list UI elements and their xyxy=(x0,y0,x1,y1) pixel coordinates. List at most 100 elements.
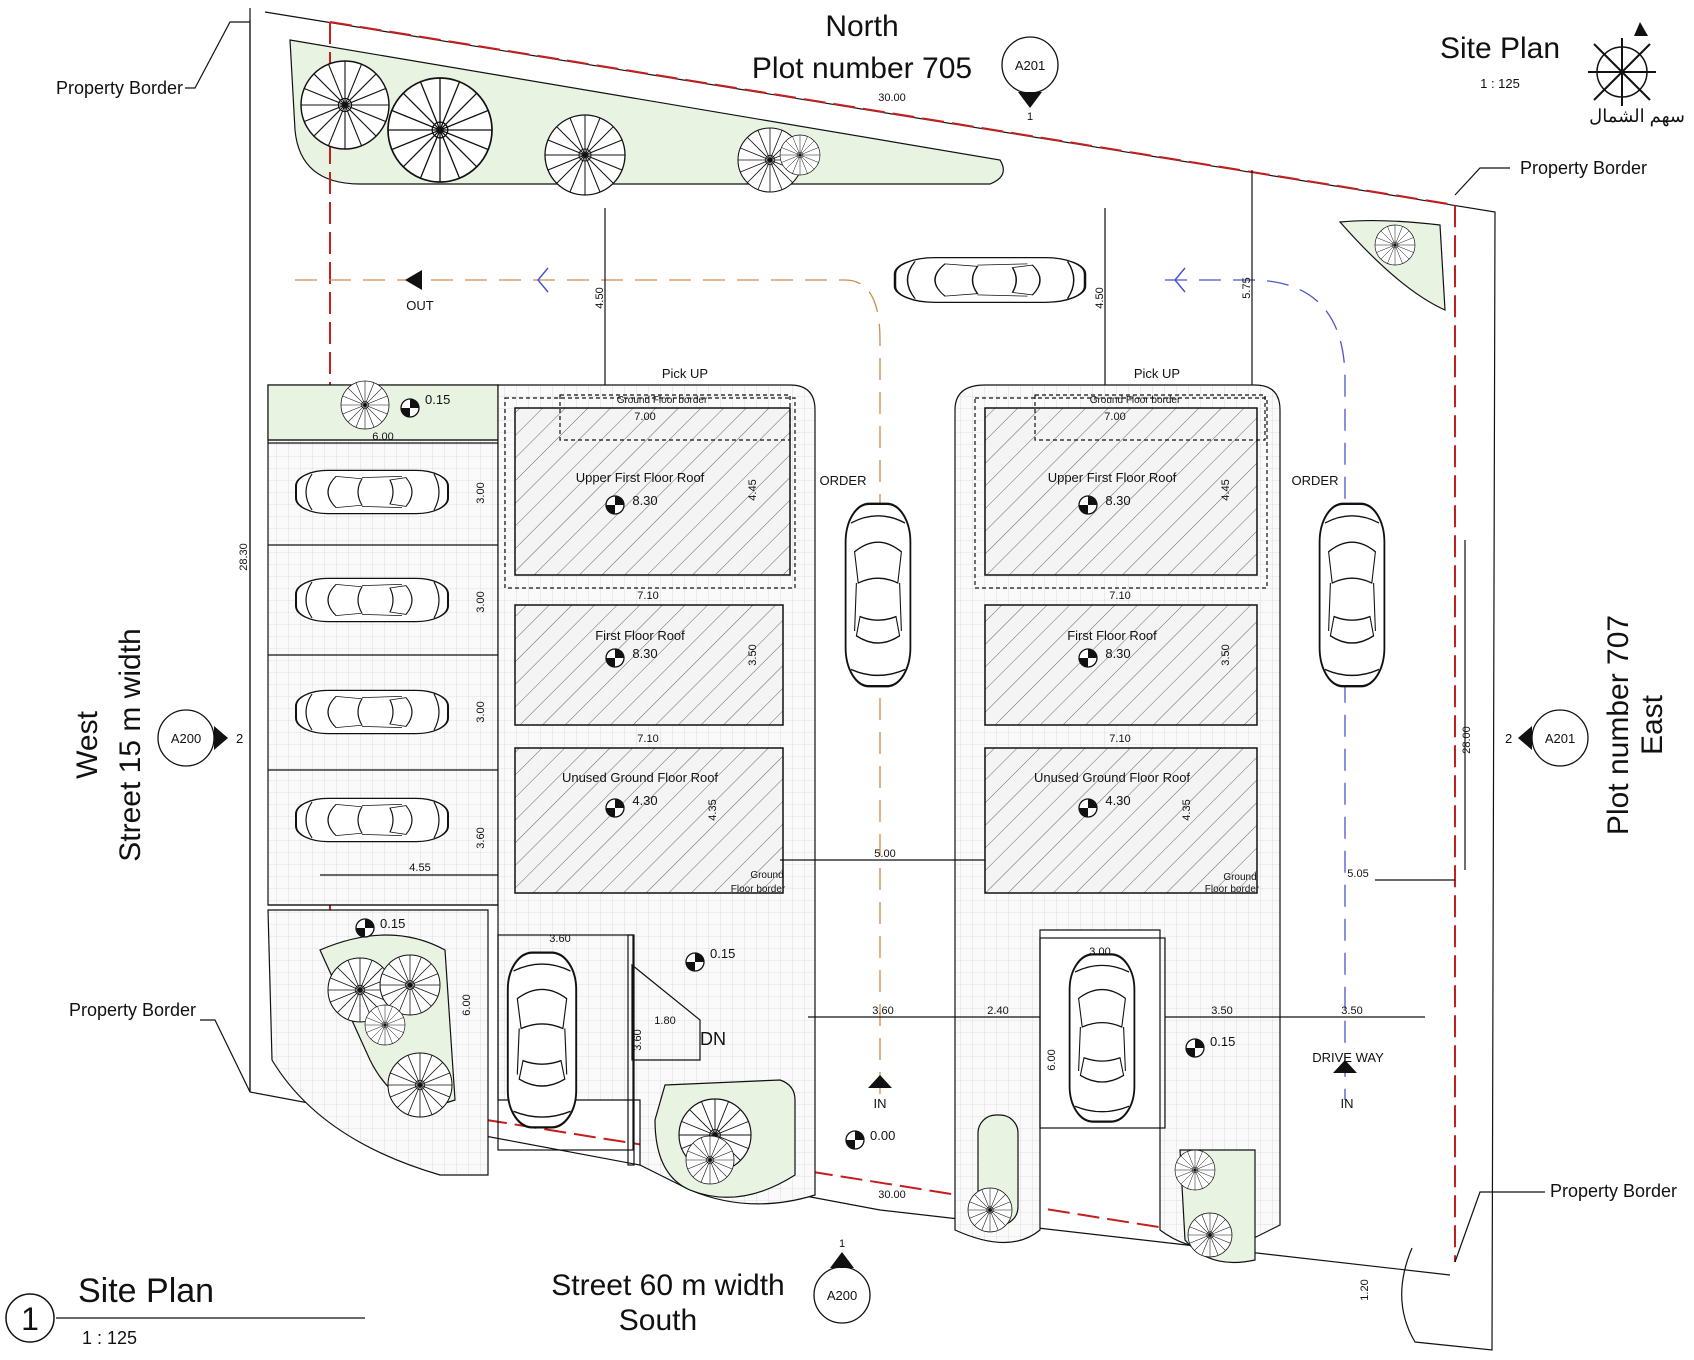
title-block-title: Site Plan xyxy=(78,1272,214,1310)
roof-2c-depth: 4.35 xyxy=(1181,799,1193,820)
dim-accessible: 4.55 xyxy=(409,862,430,874)
title-block-scale: 1 : 125 xyxy=(82,1328,137,1348)
section-marker-north-num: 1 xyxy=(1027,111,1033,123)
dim-gate-d: 3.50 xyxy=(1341,1005,1362,1017)
order-label-1: ORDER xyxy=(820,473,867,488)
roof-1a-name: Upper First Floor Roof xyxy=(576,470,705,485)
dim-gate-a: 3.60 xyxy=(872,1005,893,1017)
section-marker-west-num: 2 xyxy=(236,731,243,746)
roof-2b xyxy=(984,604,1258,726)
dim-lane-2: 4.50 xyxy=(1094,287,1106,308)
section-marker-north-sheet: A201 xyxy=(1015,58,1045,73)
dim-gate-b: 2.40 xyxy=(987,1005,1008,1017)
north-plot-label: Plot number 705 xyxy=(752,52,972,85)
roof-1a-level: 8.30 xyxy=(632,493,657,508)
ground-floor-border-4a: Ground xyxy=(1223,872,1256,883)
order-label-2: ORDER xyxy=(1292,473,1339,488)
title-block-number: 1 xyxy=(21,1301,39,1337)
dim-stair-w: 1.80 xyxy=(654,1015,675,1027)
roof-2a-level: 8.30 xyxy=(1105,493,1130,508)
pickup-label-1: Pick UP xyxy=(662,366,708,381)
section-marker-south: A200 1 xyxy=(813,1238,871,1324)
north-arrow-icon xyxy=(1588,22,1656,106)
west-street-label: Street 15 m width xyxy=(114,628,147,861)
dim-east-lane: 5.75 xyxy=(1241,277,1253,298)
dim-lane-1: 4.50 xyxy=(594,287,606,308)
dim-south-bay-a: 3.60 xyxy=(549,933,570,945)
south-label: South xyxy=(619,1304,697,1337)
red-border-sw xyxy=(329,22,1241,1241)
west-label: West xyxy=(71,710,104,778)
section-marker-west: A200 2 xyxy=(157,709,243,767)
roof-2a-depth: 4.45 xyxy=(1220,479,1232,500)
dim-east-gap: 5.05 xyxy=(1347,868,1368,880)
roof-1c-depth: 4.35 xyxy=(707,799,719,820)
level-015-d: 0.15 xyxy=(1210,1034,1235,1049)
dim-bay-depth-2: 6.00 xyxy=(1046,1049,1058,1070)
out-route xyxy=(295,279,881,1100)
ne-planter xyxy=(1338,219,1446,311)
section-marker-south-sheet: A200 xyxy=(827,1288,857,1303)
pickup-label-2: Pick UP xyxy=(1134,366,1180,381)
roof-2b-level: 8.30 xyxy=(1105,646,1130,661)
roof-2a-width: 7.00 xyxy=(1104,411,1125,423)
level-015-b: 0.15 xyxy=(380,916,405,931)
ground-floor-border-4b: Floor border xyxy=(1205,884,1260,895)
roof-1a-width: 7.00 xyxy=(634,411,655,423)
dim-between-buildings: 5.00 xyxy=(874,848,895,860)
ground-floor-border-3a: Ground xyxy=(750,870,783,881)
roof-1b-name: First Floor Roof xyxy=(595,628,685,643)
dim-gate-c: 3.50 xyxy=(1211,1005,1232,1017)
roof-1a xyxy=(514,407,791,576)
level-000: 0.00 xyxy=(870,1128,895,1143)
property-outline-east xyxy=(264,11,1496,1351)
dim-parking-width: 6.00 xyxy=(372,431,393,443)
roof-1c-level: 4.30 xyxy=(632,793,657,808)
roof-2b-width: 7.10 xyxy=(1109,590,1130,602)
dim-bay-depth-1: 6.00 xyxy=(461,994,473,1015)
in-label-2: IN xyxy=(1341,1096,1354,1111)
north-label: North xyxy=(825,10,898,43)
roof-1c xyxy=(514,747,784,894)
dim-bay-1: 3.00 xyxy=(475,482,487,503)
north-arrow-arabic-label: سهم الشمال xyxy=(1589,106,1685,127)
ground-floor-border-3b: Floor border xyxy=(731,884,786,895)
property-border-sw: Property Border xyxy=(69,1000,196,1020)
east-plot-label: Plot number 707 xyxy=(1602,615,1635,835)
roof-1c-name: Unused Ground Floor Roof xyxy=(562,770,718,785)
south-street-label: Street 60 m width xyxy=(551,1269,784,1302)
dim-south-bay-b: 3.00 xyxy=(1089,946,1110,958)
east-label: East xyxy=(1636,694,1669,755)
ground-floor-border-1: Ground Floor border xyxy=(617,395,708,406)
level-015-a: 0.15 xyxy=(425,392,450,407)
property-border-ne: Property Border xyxy=(1520,158,1647,178)
red-border-ne xyxy=(329,21,1456,1262)
section-marker-east: A201 2 xyxy=(1505,709,1589,767)
roof-2b-name: First Floor Roof xyxy=(1067,628,1157,643)
roof-1b-depth: 3.50 xyxy=(747,644,759,665)
property-border-se: Property Border xyxy=(1550,1181,1677,1201)
roof-2b-depth: 3.50 xyxy=(1220,644,1232,665)
dim-west-edge: 28.30 xyxy=(238,543,250,571)
property-border-nw: Property Border xyxy=(56,78,183,98)
title-block: 1 Site Plan 1 : 125 xyxy=(5,1272,365,1348)
section-marker-north: A201 1 xyxy=(1001,36,1059,123)
dim-east-edge: 28.00 xyxy=(1461,726,1473,754)
roof-1b-width: 7.10 xyxy=(637,590,658,602)
roof-2a-name: Upper First Floor Roof xyxy=(1048,470,1177,485)
dim-corner: 1.20 xyxy=(1359,1279,1371,1300)
roof-2c xyxy=(984,747,1258,894)
section-marker-south-num: 1 xyxy=(839,1238,845,1250)
roof-1b xyxy=(514,604,784,726)
section-marker-west-sheet: A200 xyxy=(171,731,201,746)
dim-last-bay: 3.60 xyxy=(475,827,487,848)
level-015-c: 0.15 xyxy=(710,946,735,961)
dim-stair-h: 3.60 xyxy=(632,1029,644,1050)
roof-2c-width: 7.10 xyxy=(1109,733,1130,745)
section-marker-east-sheet: A201 xyxy=(1545,731,1575,746)
dim-north-edge: 30.00 xyxy=(878,92,906,104)
roof-2c-name: Unused Ground Floor Roof xyxy=(1034,770,1190,785)
dim-bay-3: 3.00 xyxy=(475,701,487,722)
header-title: Site Plan xyxy=(1440,32,1560,65)
